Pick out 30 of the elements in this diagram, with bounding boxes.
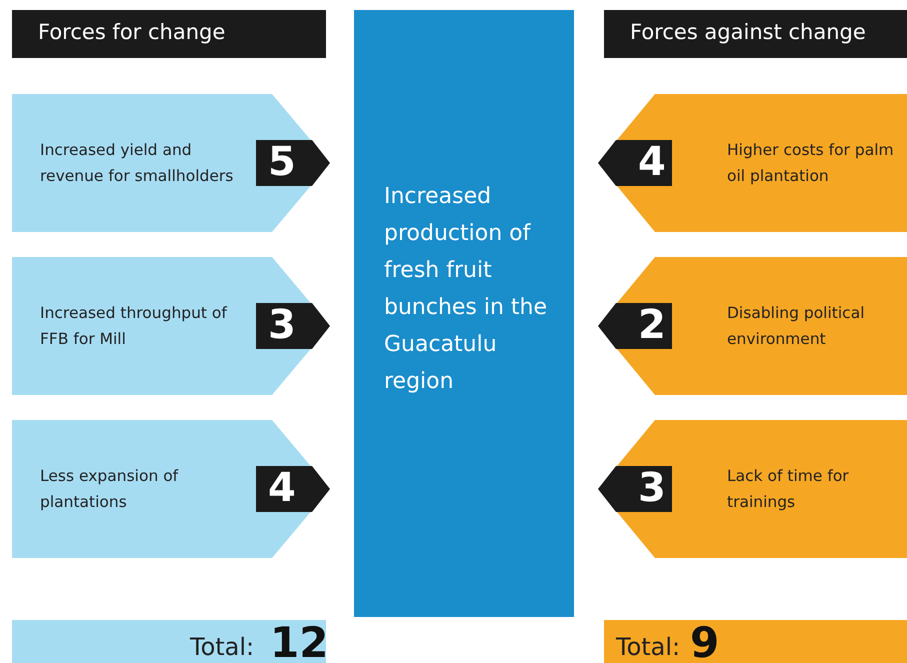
- force-label: Increased yield and revenue for smallholders: [40, 140, 234, 187]
- score-number: 4: [268, 465, 296, 511]
- force-arrow: [12, 420, 330, 558]
- header-bar: [604, 10, 907, 58]
- score-number: 2: [638, 302, 666, 348]
- force-label: Disabling political environment: [727, 303, 866, 350]
- total-bar: [12, 620, 326, 663]
- score-number: 4: [638, 139, 666, 185]
- total-label: Total:: [190, 633, 254, 661]
- force-arrow: [598, 94, 907, 232]
- total-label: Total:: [616, 633, 680, 661]
- header-bar: [12, 10, 326, 58]
- force-label: Higher costs for palm oil plantation: [727, 140, 895, 187]
- force-arrow: [12, 94, 330, 232]
- header-text: Forces for change: [38, 20, 226, 44]
- force-arrow: [12, 257, 330, 395]
- total-value: 12: [270, 618, 328, 663]
- header-text: Forces against change: [630, 20, 866, 44]
- total-value: 9: [690, 618, 720, 663]
- force-label: Less expansion of plantations: [40, 466, 180, 513]
- force-label: Lack of time for trainings: [727, 466, 850, 513]
- force-arrow: [598, 257, 907, 395]
- goal-column: [354, 10, 574, 617]
- score-number: 3: [268, 302, 296, 348]
- force-arrow: [598, 420, 907, 558]
- goal-text: Increased production of fresh fruit bunches in the Guacatulu region: [384, 183, 548, 396]
- score-number: 3: [638, 465, 666, 511]
- force-label: Increased throughput of FFB for Mill: [40, 303, 228, 350]
- total-bar: [604, 620, 907, 663]
- score-number: 5: [268, 139, 296, 185]
